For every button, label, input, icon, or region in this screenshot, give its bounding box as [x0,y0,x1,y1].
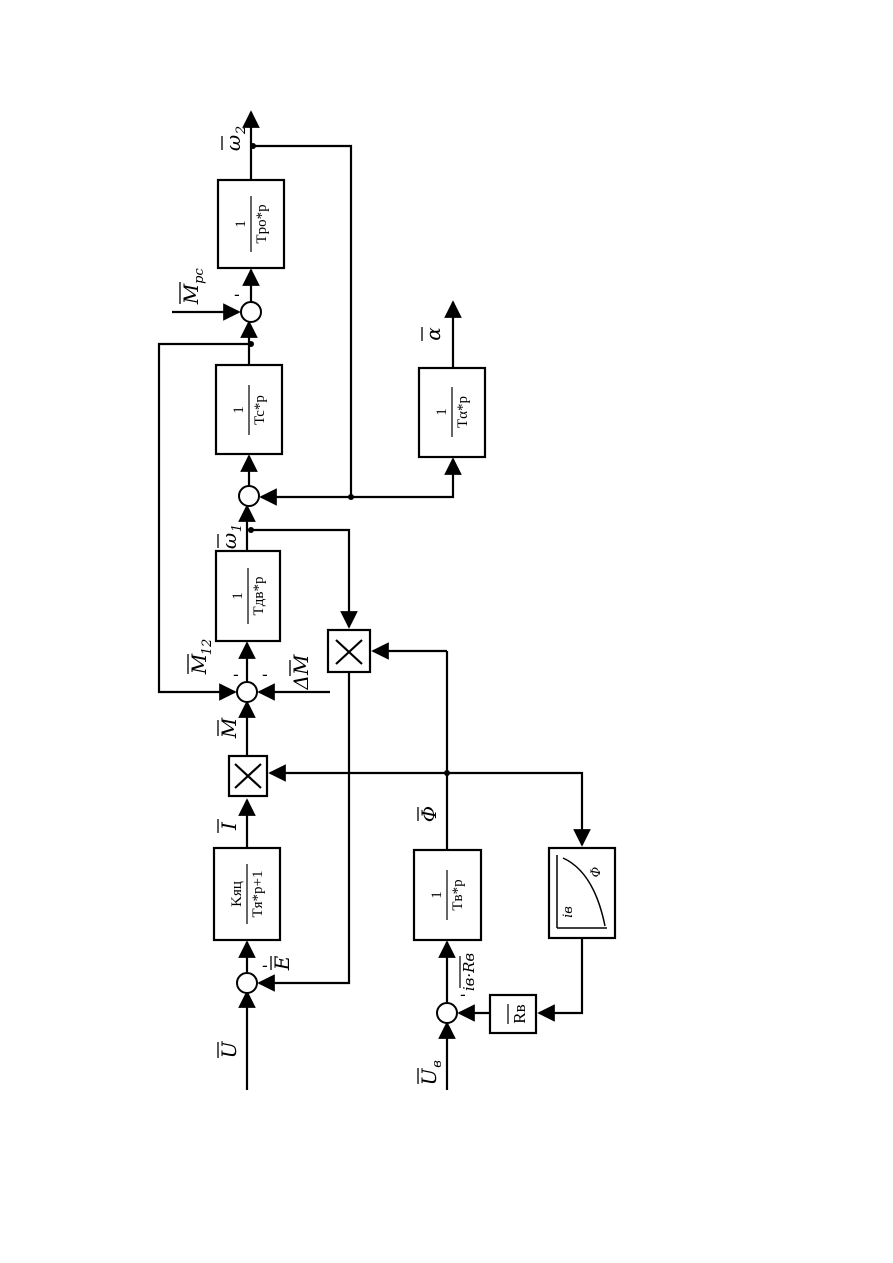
phi-to-curve [447,771,591,847]
label-m12-sub: 12 [200,639,215,656]
sum-shaft [238,485,260,507]
label-m12: M 12 [187,639,215,676]
curve-to-rb [537,938,584,1022]
label-w1-sub: 1 [230,524,245,532]
minus-e: - [262,956,268,975]
rotor-num: 1 [233,220,249,228]
minus-dm: - [262,665,268,684]
shaft-num: 1 [231,406,247,414]
field-tf: 1 Tв*p [429,870,466,920]
label-phi-text: Φ [417,806,441,822]
multiplier-x-b [234,763,262,789]
label-ir: iв·Rв [459,953,478,992]
sum-rotor [240,301,262,323]
emf-feedback [257,672,351,992]
field-den: Tв*p [450,879,466,910]
curve-label-y: Φ [589,866,604,877]
alpha-den: Tα*p [455,396,471,428]
w1-to-mult [251,528,358,629]
curve-x-text: iв [561,906,576,918]
rb-text: Rв [510,1004,529,1023]
shaft-tf: 1 Tc*p [231,385,268,435]
label-alpha-text: α [421,327,445,341]
label-w2-text: ω [221,135,245,151]
curve-y-text: Φ [589,866,604,877]
label-uv-text: U [417,1067,441,1085]
armature-den: Tя*p+1 [250,870,266,917]
armature-tf: Kяц Tя*p+1 [229,864,266,924]
sum-armature [236,972,258,994]
armature-num: Kяц [229,881,245,907]
label-phi: Φ [417,806,441,822]
alpha-input [351,457,462,499]
curve-label-x: iв [561,906,576,918]
m12-feedback [157,342,251,701]
field-num: 1 [429,891,445,899]
w2-feedback [253,144,353,506]
label-i-text: I [217,821,241,831]
magnetization-curve [562,857,606,927]
label-w2-sub: 2 [234,126,249,135]
minus-mpc: - [234,285,240,304]
rotor-tf: 1 Tpo*p [233,196,270,252]
minus-field: - [460,985,466,1004]
motor-num: 1 [230,592,246,600]
label-mpc-sub: pc [192,267,207,283]
label-uv: U в [417,1060,445,1085]
label-m12-text: M [187,653,211,675]
label-ir-text: iв·Rв [460,953,478,992]
rb-label: Rв [507,1004,529,1024]
label-mpc-text: M [179,283,203,305]
label-uv-sub: в [430,1060,445,1068]
label-w1-text: ω [217,533,241,549]
label-i: I [217,819,241,833]
label-e-text: E [270,955,294,971]
label-dm: ΔM [289,654,313,690]
alpha-num: 1 [434,408,450,416]
label-w1: ω 1 [217,524,245,549]
alpha-tf: 1 Tα*p [434,387,471,437]
motor-den: Tдв*p [251,577,267,616]
label-m-text: M [217,717,241,739]
label-u-text: U [217,1040,241,1058]
minus-m12: - [233,665,239,684]
multiplier2-x-b [335,639,363,665]
shaft-den: Tc*p [252,395,268,425]
label-alpha: α [421,327,445,341]
sum-field [436,1002,458,1024]
sum-motor [236,681,258,703]
label-mpc: M pc [179,267,207,305]
label-e: E [270,955,294,971]
rotor-den: Tpo*p [254,204,270,243]
label-w2: ω 2 [221,126,249,151]
motor-tf: 1 Tдв*p [230,568,267,624]
label-dm-text: ΔM [289,654,313,690]
label-u: U [217,1040,241,1058]
label-m: M [217,717,241,739]
rb-block [488,993,538,1035]
